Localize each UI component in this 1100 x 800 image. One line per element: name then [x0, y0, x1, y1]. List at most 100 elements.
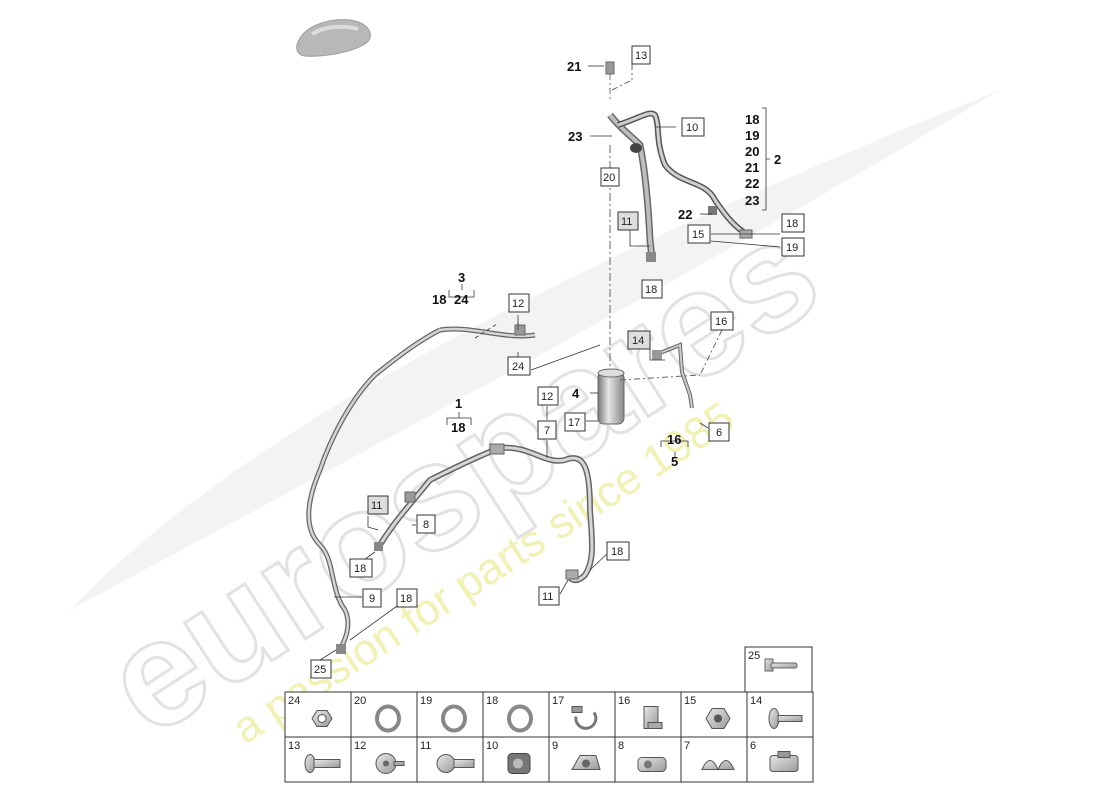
double-clip-icon — [701, 760, 735, 771]
callout-21: 21 — [567, 59, 581, 74]
callout-18-top: 18 — [645, 284, 657, 296]
retainer-clip-icon — [769, 751, 799, 772]
parts-cell-25-number: 25 — [748, 650, 760, 662]
parts-cell-number: 13 — [288, 740, 300, 752]
group3-item-18: 18 — [432, 292, 446, 307]
parts-cell-number: 19 — [420, 695, 432, 707]
callout-11-lower: 11 — [542, 591, 553, 603]
group1-item-18: 18 — [451, 420, 465, 435]
callout-16-box: 16 — [715, 316, 727, 328]
parts-cell-17[interactable]: 17 — [548, 691, 616, 738]
holder-clip-icon — [637, 757, 667, 772]
parts-cell-number: 8 — [618, 740, 624, 752]
parts-cell-number: 12 — [354, 740, 366, 752]
callout-3: 3 — [458, 270, 465, 285]
callout-23: 23 — [568, 129, 582, 144]
torx-screw-icon — [375, 753, 405, 774]
receiver-drier — [597, 368, 625, 425]
parts-cell-24[interactable]: 24 — [284, 691, 352, 738]
callout-9: 9 — [369, 593, 375, 605]
group2-item-19: 19 — [745, 128, 759, 143]
parts-cell-18[interactable]: 18 — [482, 691, 550, 738]
callout-1: 1 — [455, 396, 462, 411]
watermark: eurospares a passion for parts since 198… — [70, 90, 1000, 768]
parts-cell-9[interactable]: 9 — [548, 736, 616, 783]
bolt-icon — [304, 754, 341, 773]
group2-item-23: 23 — [745, 193, 759, 208]
callout-8: 8 — [423, 519, 429, 531]
nut-icon — [311, 710, 333, 727]
callout-18-right: 18 — [786, 218, 798, 230]
hex-nut-icon — [705, 708, 731, 729]
leader-lines — [319, 65, 781, 661]
callout-6: 6 — [716, 427, 722, 439]
callout-18-lower: 18 — [611, 546, 623, 558]
callout-7: 7 — [544, 425, 550, 437]
long-pipe-group-3 — [306, 315, 536, 654]
callout-17: 17 — [568, 417, 580, 429]
car-thumbnail-icon — [296, 19, 371, 57]
callout-25: 25 — [314, 664, 326, 676]
torx-bolt-icon — [436, 754, 475, 773]
callout-11-left: 11 — [371, 500, 382, 512]
parts-cell-7[interactable]: 7 — [680, 736, 748, 783]
parts-cell-8[interactable]: 8 — [614, 736, 682, 783]
parts-cell-number: 20 — [354, 695, 366, 707]
parts-cell-number: 16 — [618, 695, 630, 707]
parts-cell-number: 15 — [684, 695, 696, 707]
parts-cell-number: 24 — [288, 695, 300, 707]
callout-20: 20 — [603, 172, 615, 184]
parts-cell-11[interactable]: 11 — [416, 736, 484, 783]
callout-12-mid: 12 — [541, 391, 553, 403]
group2-item-22: 22 — [745, 176, 759, 191]
parts-cell-number: 9 — [552, 740, 558, 752]
seal-ring-icon — [375, 704, 401, 733]
group2-item-20: 20 — [745, 144, 759, 159]
parts-cell-6[interactable]: 6 — [746, 736, 814, 783]
parts-cell-number: 11 — [420, 740, 431, 752]
callout-11-top: 11 — [621, 216, 632, 228]
upper-pipe-assembly — [605, 50, 753, 370]
parts-cell-10[interactable]: 10 — [482, 736, 550, 783]
parts-cell-14[interactable]: 14 — [746, 691, 814, 738]
callout-14: 14 — [632, 335, 644, 347]
callout-18-left: 18 — [354, 563, 366, 575]
callout-10: 10 — [686, 122, 698, 134]
parts-cell-16[interactable]: 16 — [614, 691, 682, 738]
callouts: 21 1 3 10 23 20 18 19 20 21 22 23 2 22 18… — [310, 45, 805, 679]
parts-cell-number: 10 — [486, 740, 498, 752]
parts-cell-20[interactable]: 20 — [350, 691, 418, 738]
pipe-group-1 — [374, 443, 596, 584]
hose-clamp-icon — [571, 706, 598, 730]
seal-ring-icon — [441, 704, 467, 733]
parts-cell-13[interactable]: 13 — [284, 736, 352, 783]
pipe-clip-icon — [507, 753, 531, 774]
parts-cell-number: 17 — [552, 695, 564, 707]
callout-2: 2 — [774, 152, 781, 167]
parts-cell-number: 6 — [750, 740, 756, 752]
group2-item-21: 21 — [745, 160, 759, 175]
parts-cell-number: 7 — [684, 740, 690, 752]
parts-cell-15[interactable]: 15 — [680, 691, 748, 738]
parts-row-1: 24 20 19 18 17 16 15 14 — [284, 691, 814, 738]
bracket-assembly — [619, 329, 723, 409]
seal-ring-icon — [507, 704, 533, 733]
callout-16-bold: 16 — [667, 432, 681, 447]
parts-cell-19[interactable]: 19 — [416, 691, 484, 738]
callout-4: 4 — [572, 386, 580, 401]
parts-cell-12[interactable]: 12 — [350, 736, 418, 783]
watermark-swoosh — [70, 90, 1000, 610]
callout-18-bottom: 18 — [400, 593, 412, 605]
clip-nut-icon — [643, 706, 663, 729]
washer-screw-icon — [768, 708, 803, 729]
bracket-clip-icon — [571, 755, 601, 770]
parts-cell-number: 18 — [486, 695, 498, 707]
callout-19-right: 19 — [786, 242, 798, 254]
callout-22: 22 — [678, 207, 692, 222]
group3-item-24: 24 — [454, 292, 469, 307]
callout-12-top: 12 — [512, 298, 524, 310]
screw-flange-icon — [764, 658, 798, 672]
callout-15: 15 — [692, 229, 704, 241]
parts-cell-number: 14 — [750, 695, 762, 707]
